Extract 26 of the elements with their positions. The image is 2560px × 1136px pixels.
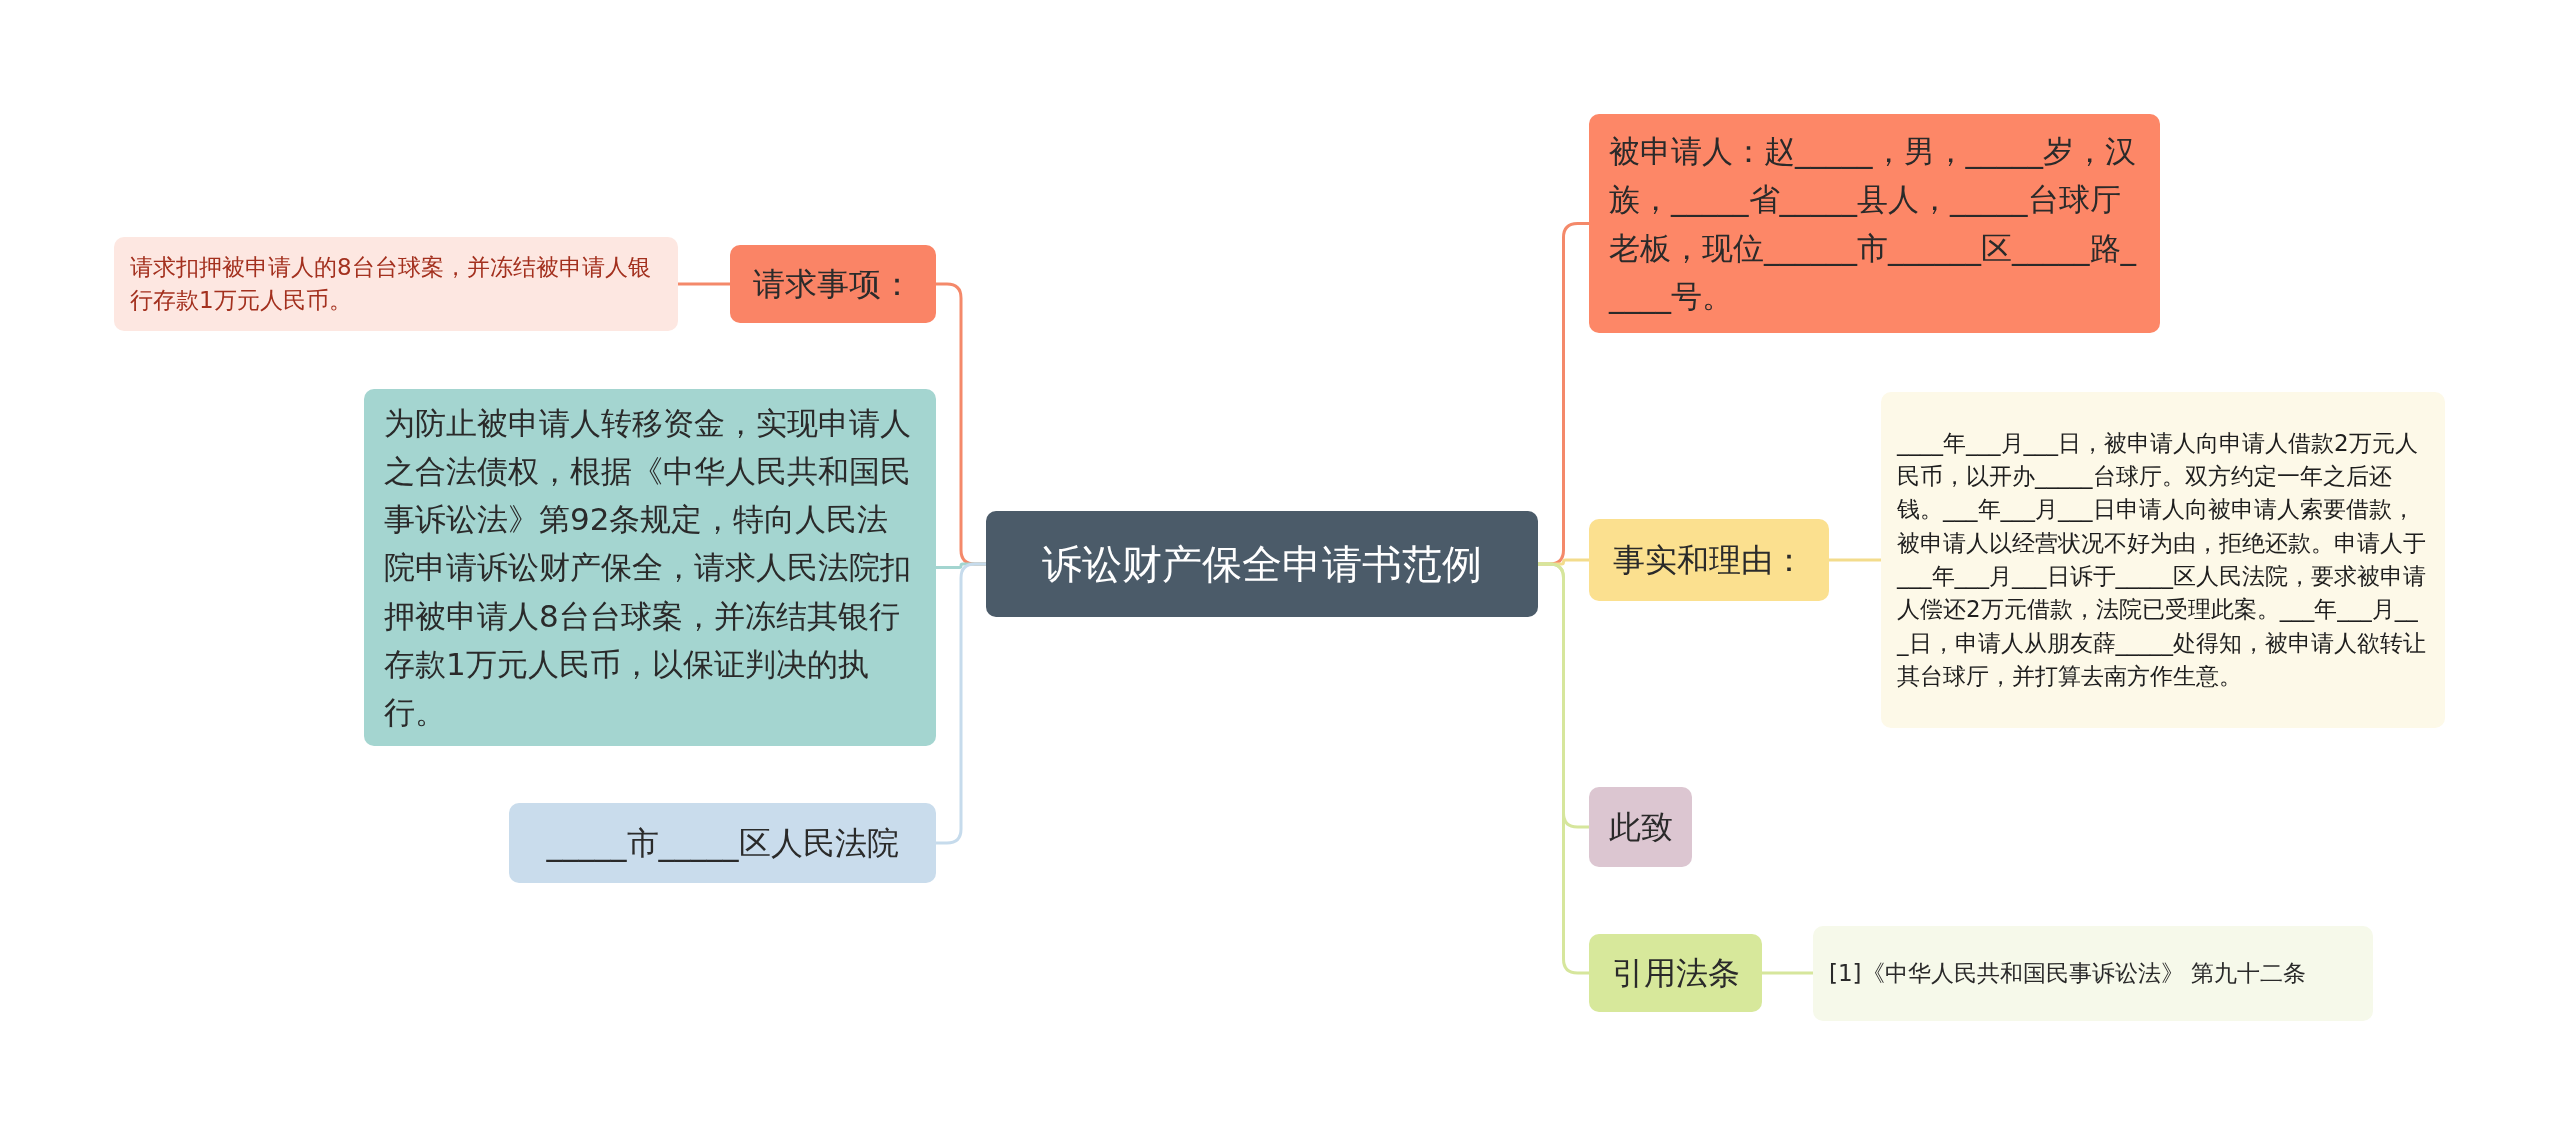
connector-line: [1829, 558, 1881, 562]
branch-topic: [1589, 787, 1692, 867]
branch-topic: [1589, 519, 1829, 601]
connector-line: [1762, 971, 1813, 975]
node-text: 引用法条: [1611, 952, 1740, 994]
node-text: [1]《中华人民共和国民事诉讼法》 第九十二条: [1829, 958, 2306, 988]
node-text: 此致: [1608, 806, 1673, 848]
note-card: [1813, 926, 2373, 1021]
node-text: 事实和理由：: [1613, 539, 1805, 581]
note-card: [1881, 392, 2445, 728]
text-card: [1589, 114, 2160, 333]
branch-topic: [1589, 934, 1762, 1012]
note-card: [114, 237, 678, 331]
central-topic: [986, 511, 1538, 617]
node-text: 请求事项：: [753, 263, 913, 305]
node-text: 诉讼财产保全申请书范例: [1042, 540, 1482, 589]
text-card: [364, 389, 936, 746]
branch-topic: [509, 803, 936, 883]
node-text: 被申请人：赵_____，男，_____岁，汉族，_____省_____县人，_____台球厅老板，现位______市______区_____路_____号。: [1609, 132, 2138, 316]
node-text: _____市_____区人民法院: [546, 822, 899, 864]
connector-line: [936, 562, 986, 845]
node-text: 为防止被申请人转移资金，实现申请人之合法债权，根据《中华人民共和国民事诉讼法》第92条规定，特向人民法院申请诉讼财产保全，请求人民法院扣押被申请人8台台球案，并冻结其银行存款1万元人民币，以保证判决的执行。: [384, 404, 912, 732]
node-text: 请求扣押被申请人的8台台球案，并冻结被申请人银行存款1万元人民币。: [130, 252, 652, 315]
branch-topic: [730, 245, 936, 323]
node-text: ____年___月___日，被申请人向申请人借款2万元人民币，以开办_____台球厅。双方约定一年之后还钱。___年___月___日申请人向被申请人索要借款，被申请人以经营状况不好为由，拒绝还款。申请人于___年___月___日诉于_____区人民法院，要求被申请人偿还2万元借款，法院已受理此案。___年___月___日，申请人从朋友薛_____处得知，被申请人欲转让其台球厅，并打算去南方作生意。: [1897, 428, 2427, 692]
connector-line: [678, 282, 730, 286]
